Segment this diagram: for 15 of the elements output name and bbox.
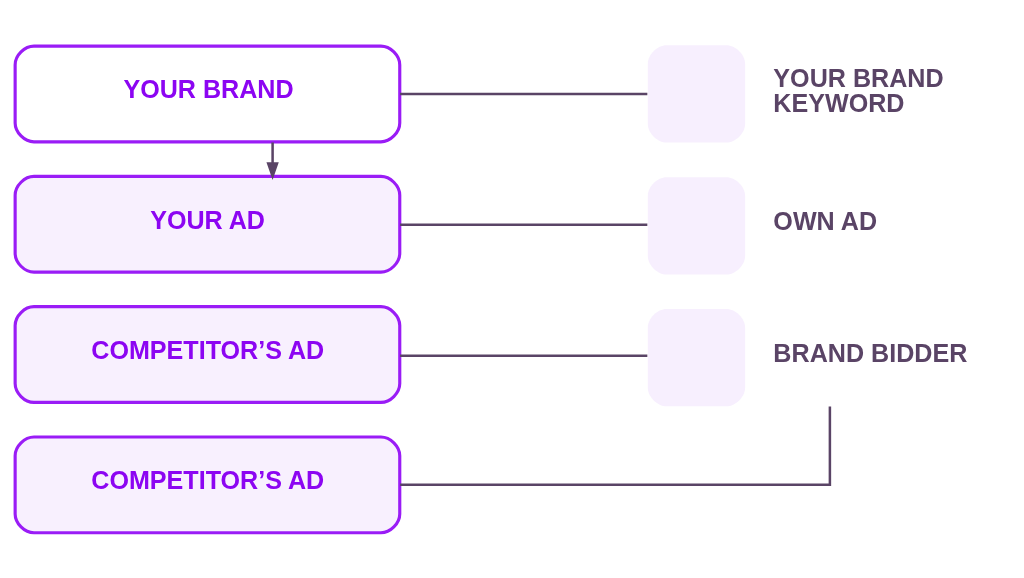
node-box: COMPETITOR’S AD	[13, 305, 402, 404]
node-box: YOUR BRAND	[13, 44, 402, 144]
node-label: BRAND BIDDER	[773, 339, 968, 368]
connector	[400, 354, 648, 357]
arrow	[266, 142, 279, 180]
node-box	[647, 177, 746, 275]
node-box	[647, 45, 746, 143]
node-box	[647, 309, 746, 407]
connector	[400, 223, 648, 226]
connector	[400, 406, 832, 487]
connector	[400, 92, 648, 96]
node-box: YOUR AD	[13, 174, 402, 274]
node-box: COMPETITOR’S AD	[13, 435, 402, 535]
node-label: OWN AD	[773, 207, 878, 236]
node-label: YOUR BRAND KEYWORD	[773, 64, 944, 118]
